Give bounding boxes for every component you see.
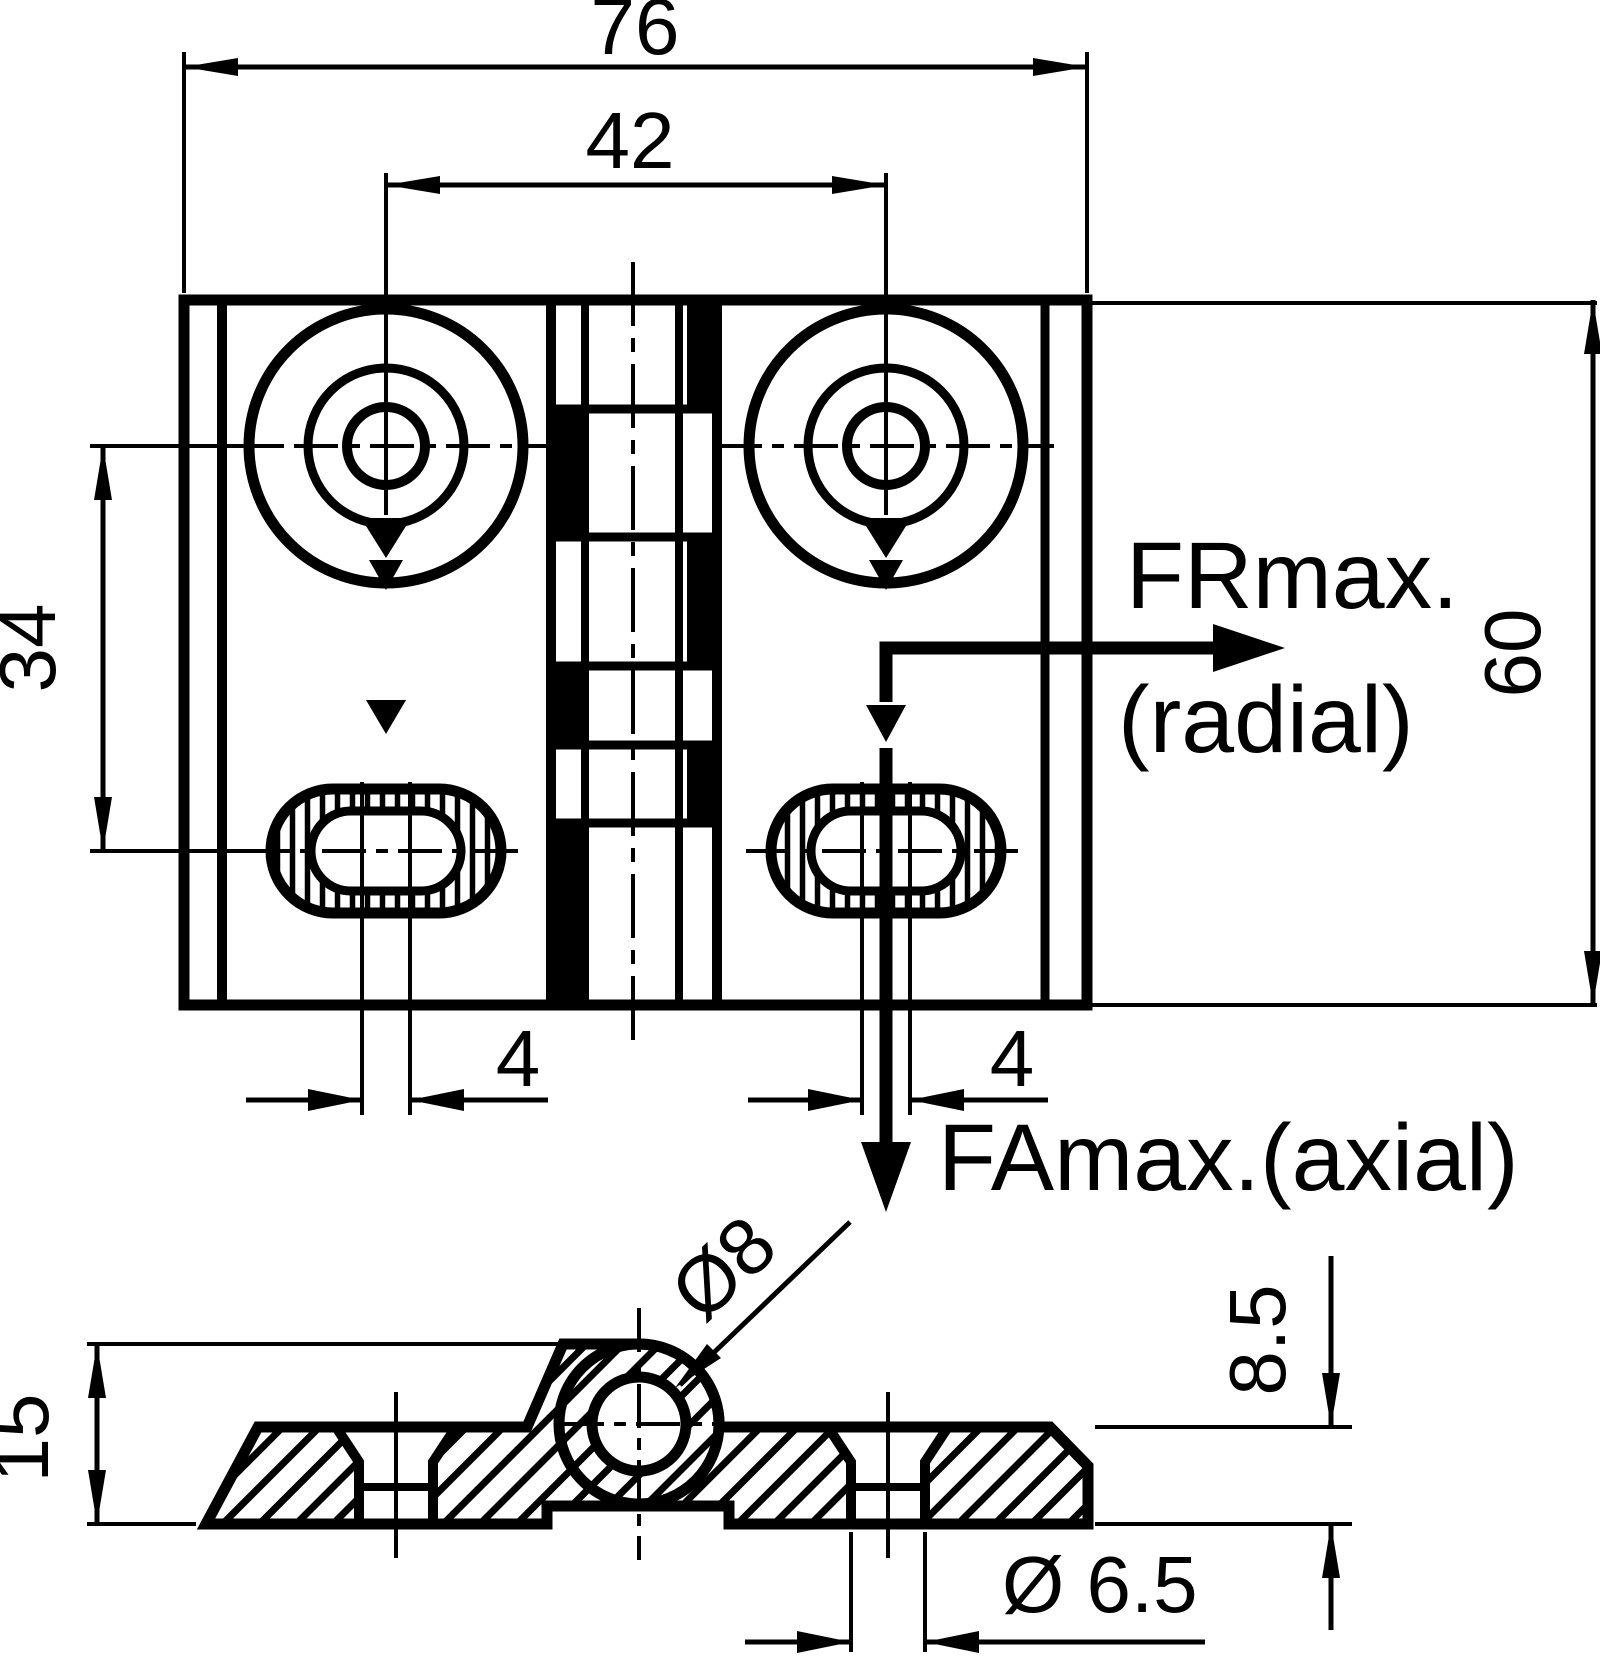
datum-triangle [369,560,403,590]
arrowhead [1322,1524,1340,1578]
dim-text-slot-play-right: 4 [990,1014,1035,1103]
arrowhead [1033,58,1087,76]
dimension-15: 15 [0,1342,558,1526]
arrowhead [88,1470,106,1524]
arrowhead [184,58,238,76]
arrowhead [94,446,112,500]
datum-triangle [861,518,911,558]
dimension-4-right: 4 [748,1014,1048,1111]
arrowhead [832,176,886,194]
countersunk-hole-left-section [331,1392,461,1558]
force-label-axial: FAmax.(axial) [938,1105,1519,1211]
dimension-hole-diameter: Ø 6.5 [745,1532,1205,1653]
force-arrows: FRmax. (radial) FAmax.(axial) [861,523,1519,1212]
arrowhead [1322,1373,1340,1427]
radial-arrowhead [1213,624,1285,672]
datum-triangle [869,560,903,590]
section-hatched-body [206,1344,1088,1524]
slot-hole-left [246,782,526,1115]
hinge-barrel [546,262,722,1042]
arrowhead [410,1089,464,1111]
radial-force-line [879,641,1222,702]
dimension-8-5: 8.5 [1095,1256,1352,1630]
dimension-4-left: 4 [246,1014,548,1111]
dim-text-pin-diameter: Ø8 [654,1199,793,1337]
force-label-radial: FRmax. [1126,523,1459,629]
dim-text-slot-play-left: 4 [496,1014,541,1103]
dimension-76: 76 [182,0,1089,293]
dim-text-leaf-thickness: 8.5 [1213,1284,1302,1395]
side-view [196,1308,1094,1560]
dimension-34: 34 [0,444,284,853]
arrowhead [808,1089,862,1111]
arrowhead [308,1089,362,1111]
arrowhead [94,797,112,851]
dim-text-hole-to-slot: 34 [0,604,72,693]
arrowhead [386,176,440,194]
arrowhead [675,1344,721,1388]
arrowhead [1584,951,1600,1005]
arrowhead [88,1344,106,1398]
dim-text-total-height: 15 [0,1394,65,1483]
counterbore-hole-right [718,173,1054,590]
arrowhead [925,1631,979,1653]
datum-triangle [361,518,411,558]
dim-text-hole-diameter: Ø 6.5 [1002,1540,1198,1629]
datum-triangle [866,705,906,742]
dimension-60: 60 [1092,300,1600,1007]
countersunk-hole-right-section [823,1392,953,1558]
dim-text-overall-width: 76 [591,0,680,71]
arrowhead [1584,300,1600,354]
dim-text-overall-height: 60 [1468,609,1557,698]
arrowhead [910,1089,964,1111]
axial-arrowhead [861,1142,911,1212]
knuckle-section-blocks [551,305,717,1003]
top-view [178,173,1093,1115]
counterbore-hole-left [218,173,554,734]
arrowhead [797,1631,851,1653]
datum-triangle [366,700,406,734]
force-note-radial: (radial) [1118,667,1414,773]
dim-text-hole-spacing: 42 [586,96,675,185]
dimension-42: 42 [386,96,886,194]
